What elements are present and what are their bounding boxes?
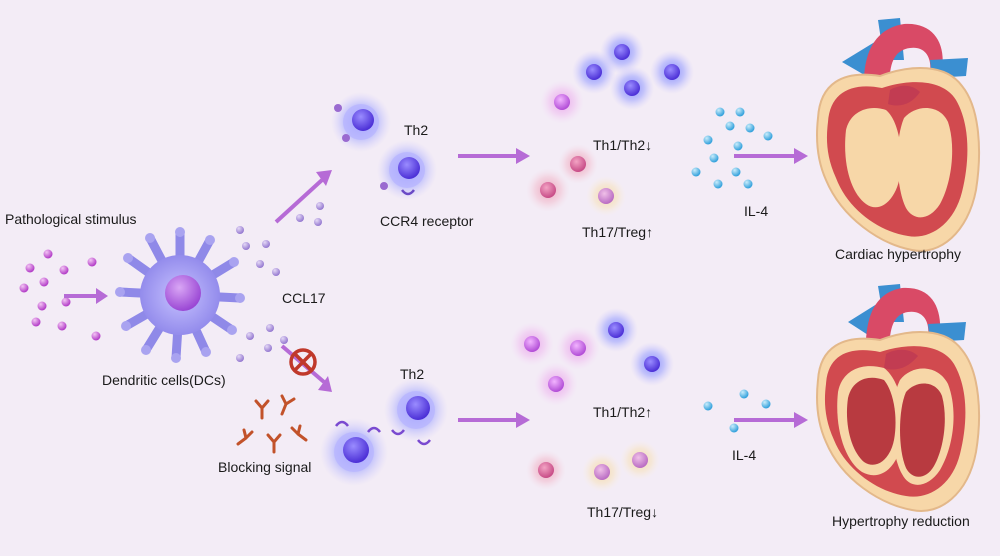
t-cells-bottom [510, 308, 674, 492]
ccl17-dots [236, 202, 324, 362]
label-ccr4-receptor: CCR4 receptor [380, 213, 474, 229]
stimulus-arrow [64, 288, 108, 304]
label-pathological-stimulus: Pathological stimulus [5, 211, 137, 227]
label-ccl17: CCL17 [282, 290, 326, 306]
arrow-middle-bottom [458, 412, 530, 428]
label-dendritic-cells: Dendritic cells(DCs) [102, 372, 226, 388]
arrow-right-top [734, 148, 808, 164]
arrow-to-th2-top [274, 170, 332, 224]
th2-cell-bottom-2 [320, 418, 388, 486]
dendritic-cell [115, 227, 245, 363]
label-th2-top: Th2 [404, 122, 429, 138]
il4-dots-bottom [703, 389, 771, 433]
arrow-to-th2-bottom [280, 344, 332, 392]
label-th1-th2-down: Th1/Th2↓ [593, 137, 653, 153]
heart-hypertrophy [815, 18, 980, 252]
heart-reduction [815, 284, 980, 512]
antibody-icons [236, 394, 308, 454]
label-cardiac-hypertrophy: Cardiac hypertrophy [835, 246, 962, 262]
label-blocking-signal: Blocking signal [218, 459, 312, 475]
label-th17-treg-down: Th17/Treg↓ [587, 504, 659, 520]
th2-cell-top-2 [377, 140, 437, 200]
arrow-right-bottom [734, 412, 808, 428]
th2-cell-bottom-1 [384, 378, 448, 446]
label-th17-treg-up: Th17/Treg↑ [582, 224, 654, 240]
arrow-middle-top [458, 148, 530, 164]
t-cells-top [526, 30, 694, 216]
th2-cell-top-1 [331, 92, 391, 152]
stimulus-dots [19, 249, 101, 341]
il4-dots-top [691, 107, 773, 189]
label-il4-top: IL-4 [744, 203, 769, 219]
label-th1-th2-up: Th1/Th2↑ [593, 404, 653, 420]
block-icon [289, 348, 317, 376]
label-th2-bottom: Th2 [400, 366, 425, 382]
label-hypertrophy-reduction: Hypertrophy reduction [832, 513, 970, 529]
label-il4-bottom: IL-4 [732, 447, 757, 463]
